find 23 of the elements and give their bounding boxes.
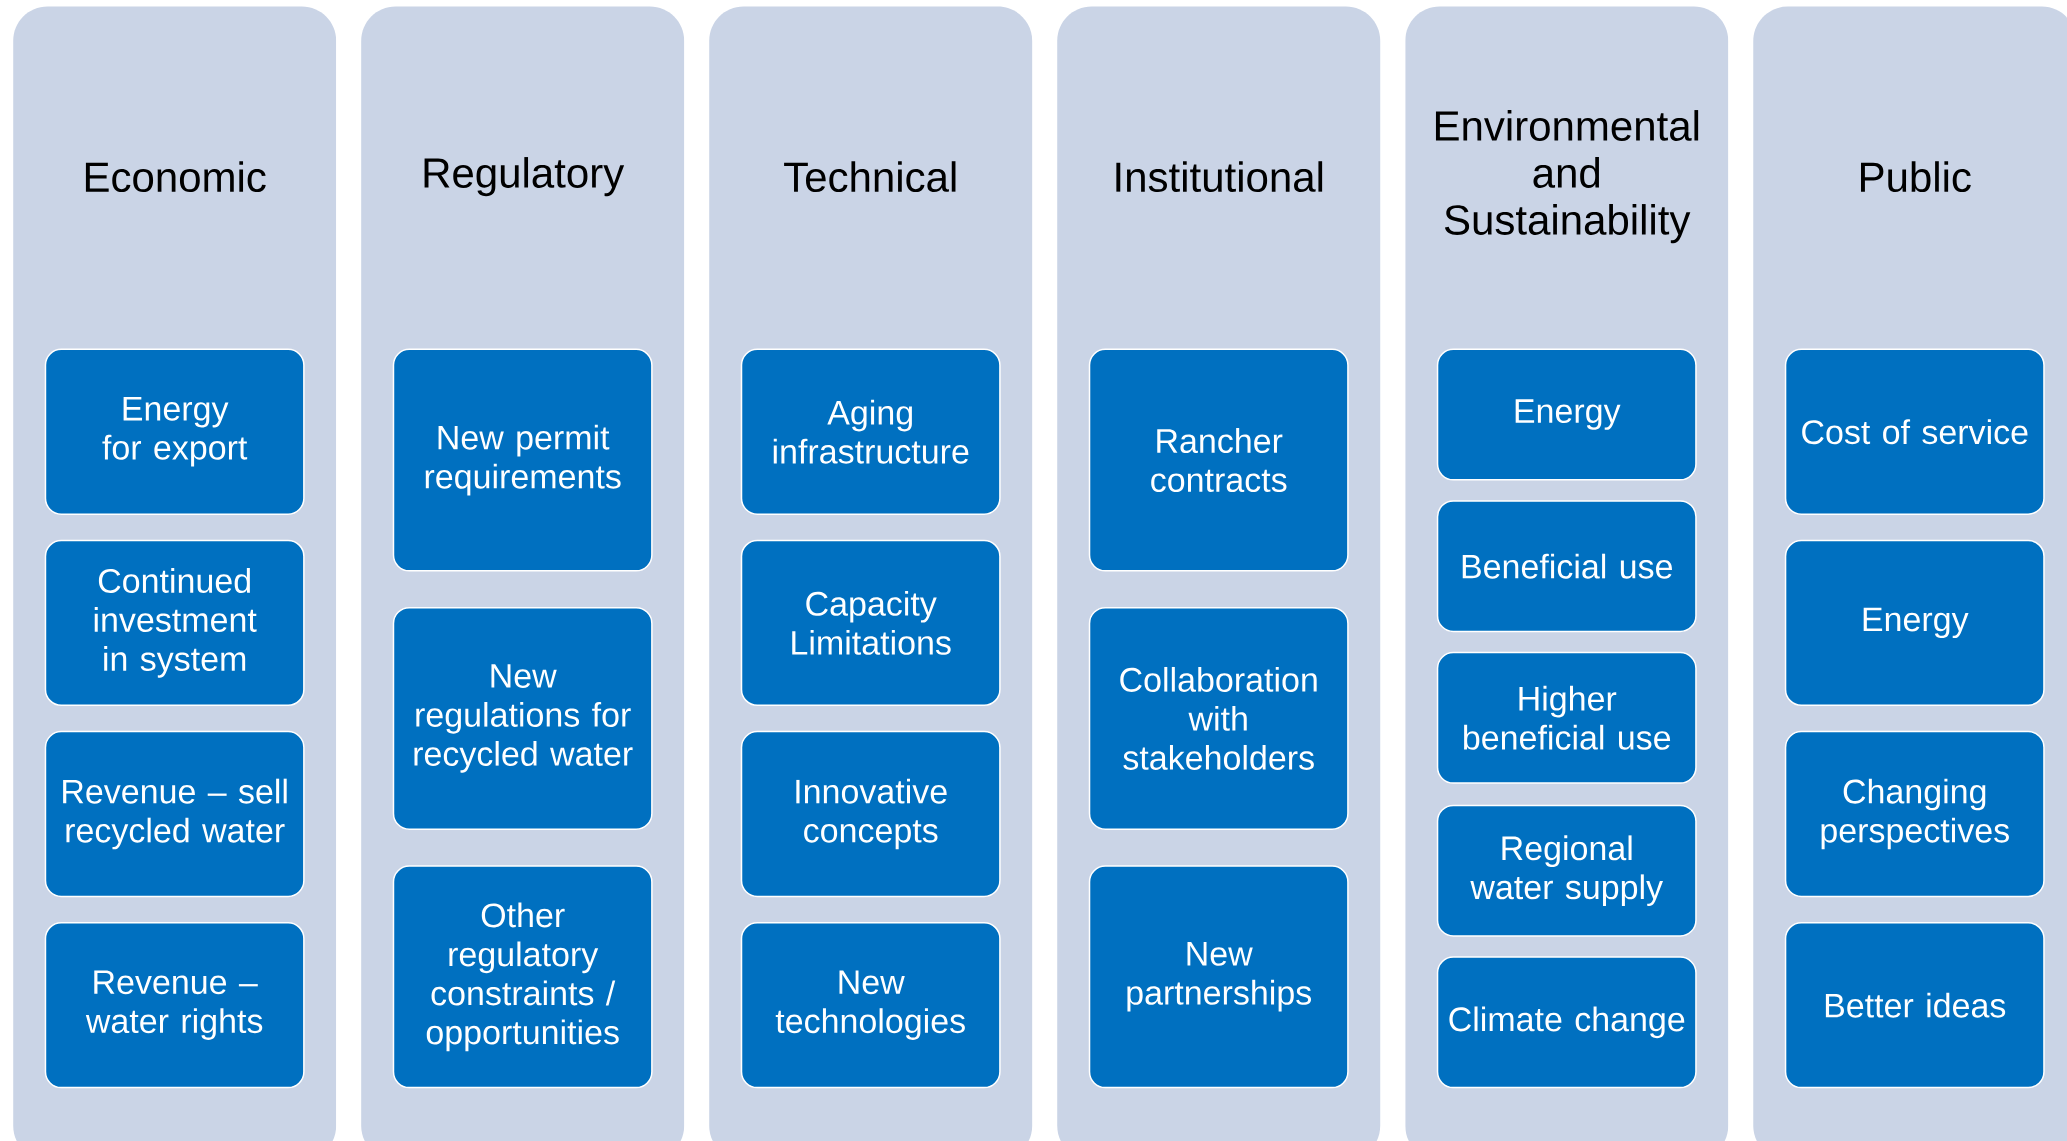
item-box: Energy [1784,539,2045,707]
item-box: Collaboration with stakeholders [1088,606,1349,830]
item-box: Higher beneficial use [1436,651,1697,784]
item-box: New permit requirements [392,348,653,572]
item-box: Aging infrastructure [740,348,1001,515]
item-box: New partnerships [1088,865,1349,1089]
item-box: Rancher contracts [1088,348,1349,572]
item-box: Continued investment in system [44,539,305,707]
item-box: Capacity Limitations [740,539,1001,707]
item-box: Changing perspectives [1784,730,2045,898]
item-box: Beneficial use [1436,500,1697,633]
item-box: Revenue – water rights [44,922,305,1089]
item-box: Better ideas [1784,922,2045,1089]
item-box: New regulations for recycled water [392,606,653,830]
item-box: Other regulatory constraints / opportunities [392,865,653,1089]
item-box: Revenue – sell recycled water [44,730,305,898]
item-box: Climate change [1436,956,1697,1089]
item-box: Cost of service [1784,348,2045,515]
item-box: New technologies [740,922,1001,1089]
item-box: Energy [1436,348,1697,481]
item-box: Energy for export [44,348,305,515]
item-box: Regional water supply [1436,804,1697,937]
item-box: Innovative concepts [740,730,1001,898]
